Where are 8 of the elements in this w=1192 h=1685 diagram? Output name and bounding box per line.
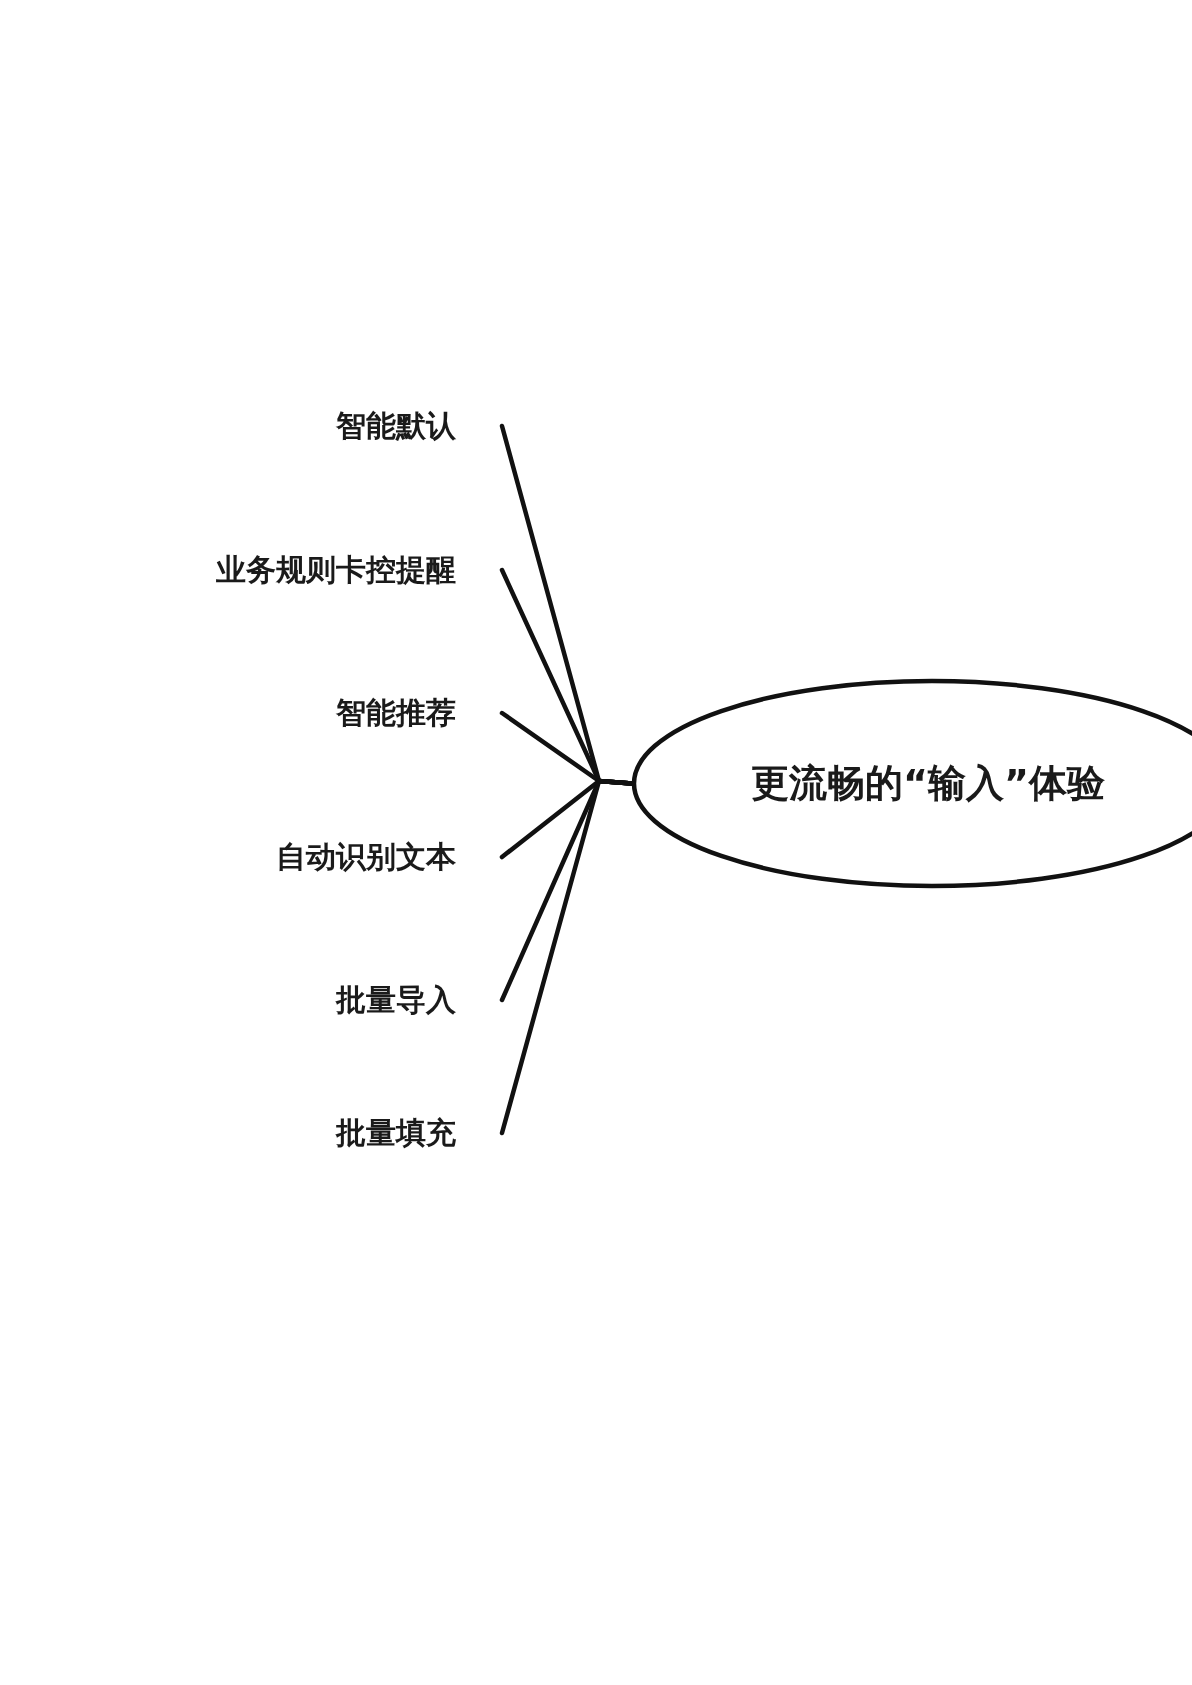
branch-label: 智能推荐: [336, 693, 456, 732]
branch-label: 业务规则卡控提醒: [216, 550, 456, 589]
branch-label: 智能默认: [336, 406, 456, 445]
branch-label: 批量填充: [336, 1113, 456, 1152]
branch-label: 批量导入: [336, 980, 456, 1019]
topic-label: 更流畅的“输入”体验: [751, 760, 1105, 807]
connector-line: [499, 778, 635, 1136]
branch-label: 自动识别文本: [276, 837, 456, 876]
